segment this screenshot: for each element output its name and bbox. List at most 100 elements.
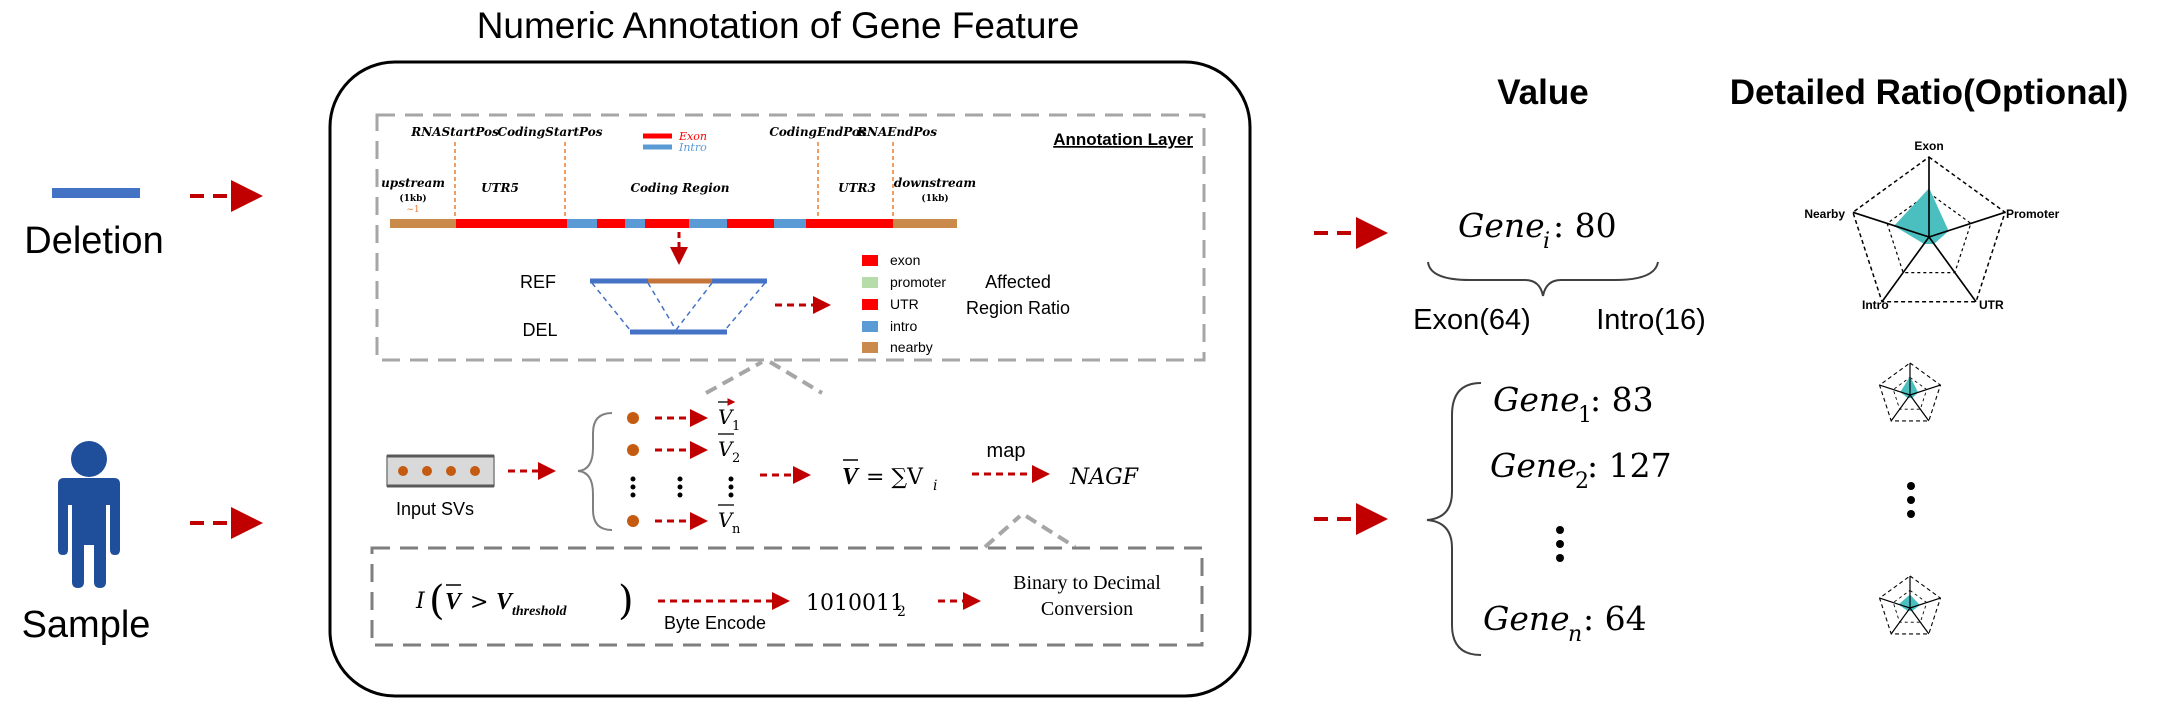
legend-label-utr: UTR [890,296,919,312]
indicator-formula: I ( V > V threshold ) [415,578,634,624]
legend-label-intro: intro [890,318,917,334]
svg-text:V: V [718,508,735,532]
conversion-line2: Conversion [1041,598,1133,620]
downstream-sub: (1kb) [921,193,948,204]
radar-grid [1892,376,1928,410]
svg-text:Gene: Gene [1493,380,1580,419]
radar-chart-gene-1 [1878,362,1942,422]
gene-i-value: Gene i : 80 [1458,206,1617,254]
upstream-sub: (1kb) [399,193,426,204]
radar-axis-4 [1852,211,1930,238]
radar-axis-4 [1879,597,1911,609]
radar-grid [1892,589,1928,623]
svg-text:: 127: : 127 [1587,446,1672,485]
annotation-layer-label: Annotation Layer [1053,130,1193,149]
legend-swatch-exon [862,255,878,266]
vector-vn: V n [718,504,741,537]
radar-grid [1886,192,1972,274]
svg-text:I: I [415,589,426,614]
vector-v2: V 2 [718,433,740,466]
annotation-layer-box [375,113,1206,362]
byte-encode-label: Byte Encode [664,613,766,633]
radar-axis-3 [1890,607,1911,635]
region-legend: exon promoter UTR intro nearby [862,252,946,355]
mini-legend-intro: Intro [678,141,707,154]
svg-text:1: 1 [1578,403,1592,428]
gene-i-brace [1427,261,1659,297]
coding-end-label: CodingEndPos [769,125,867,139]
encoding-box [370,546,1204,647]
coding-start-label: CodingStartPos [498,125,603,139]
sv-vector-rows [627,409,734,530]
nagf-label: NAGF [1069,465,1139,490]
gene-n-value: Gene n : 64 [1483,599,1647,647]
svg-text:2: 2 [897,604,906,620]
radar-outline [1852,156,2006,303]
svg-text:V: V [445,589,463,615]
svg-text:i: i [1543,229,1550,254]
coding-region-label: Coding Region [630,181,729,195]
input-svs-icon [386,454,495,488]
svg-text:Gene: Gene [1458,206,1545,245]
conversion-line1: Binary to Decimal [1013,572,1161,594]
input-svs-label: Input SVs [396,499,474,519]
svg-text:1010011: 1010011 [806,591,904,616]
radar-data-area [1900,376,1919,399]
legend-swatch-utr [862,299,878,310]
radar-axis-1 [1928,211,2006,238]
value-header: Value [1497,73,1588,112]
gene-2-value: Gene 2 : 127 [1490,446,1672,494]
svg-text:: 80: : 80 [1553,206,1617,245]
legend-swatch-promoter [862,277,878,288]
callout-lower-left [983,514,1022,549]
gene-list-brace [1426,382,1482,656]
legend-swatch-nearby [862,342,878,353]
position-guides [454,142,894,222]
legend-label-promoter: promoter [890,274,946,290]
svg-text:n: n [1568,622,1582,647]
vector-v1: V 1 [718,398,740,434]
radar-axis-promoter: Promoter [2006,207,2060,221]
legend-swatch-intro [862,321,878,332]
rna-start-label: RNAStartPos [410,125,499,139]
deletion-label: Deletion [24,220,163,262]
vector-brace [577,412,613,531]
svg-text:: 83: : 83 [1590,380,1654,419]
svg-text:Gene: Gene [1483,599,1570,638]
svg-text:>: > [470,590,488,615]
svg-text:n: n [732,522,741,537]
radar-axis-2 [1928,236,1977,303]
radar-axis-nearby: Nearby [1804,207,1845,221]
rna-end-label: RNAEndPos [856,125,937,139]
svg-text:(: ( [429,578,445,624]
callout-left [705,360,763,395]
affected-region-line1: Affected [985,272,1051,292]
radar-axis-2 [1909,394,1930,422]
ref-del-connectors [591,282,766,331]
svg-text:= ∑V: = ∑V [866,465,924,490]
radar-list-ellipsis [1907,482,1915,518]
sample-label: Sample [22,604,151,646]
radar-outline [1878,362,1942,422]
downstream-label: downstream [894,176,976,190]
diagram-title: Numeric Annotation of Gene Feature [477,5,1080,46]
radar-axis-exon: Exon [1914,139,1943,153]
legend-label-nearby: nearby [890,339,933,355]
radar-chart-main [1852,156,2006,303]
gene-1-value: Gene 1 : 83 [1493,380,1654,428]
radar-chart-gene-n [1878,575,1942,635]
ratio-header: Detailed Ratio(Optional) [1730,73,2129,112]
svg-text:Gene: Gene [1490,446,1577,485]
callout-lower-right [1024,514,1077,549]
svg-text:V: V [718,437,735,461]
radar-axis-3 [1881,236,1930,303]
radar-axis-utr: UTR [1979,298,2004,312]
radar-outline [1878,575,1942,635]
svg-text:V: V [842,464,860,490]
svg-text:2: 2 [1575,469,1589,494]
intro-part: Intro(16) [1596,304,1706,336]
del-label: DEL [522,320,557,340]
binary-number: 1010011 2 [806,591,906,620]
svg-text:i: i [933,478,937,494]
